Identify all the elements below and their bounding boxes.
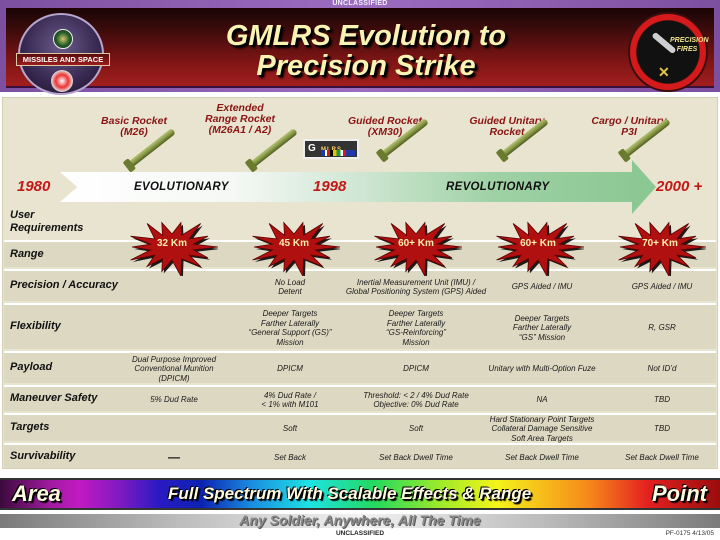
requirement-row: Payload Dual Purpose Improved Conventiona… xyxy=(4,351,716,383)
effects-spectrum-bar: Area Full Spectrum With Scalable Effects… xyxy=(0,478,720,510)
requirement-cell: TBD xyxy=(654,395,670,405)
starburst-icon xyxy=(130,221,218,276)
starburst-icon xyxy=(618,221,706,276)
unit-patch-icon xyxy=(51,70,73,92)
title-line-1: GMLRS Evolution to xyxy=(225,20,507,52)
classification-top: UNCLASSIFIED xyxy=(332,0,388,7)
range-value: 60+ Km xyxy=(398,238,434,249)
starburst-icon xyxy=(252,221,340,276)
requirement-cell: Deeper Targets Farther Laterally “GS-Rei… xyxy=(385,309,446,347)
requirement-cell: TBD xyxy=(654,424,670,434)
logo-ribbon-text: MISSILES AND SPACE xyxy=(16,53,110,66)
spectrum-center-label: Full Spectrum With Scalable Effects & Ra… xyxy=(168,484,532,503)
tagline-bar xyxy=(0,514,720,528)
era-revolutionary: REVOLUTIONARY xyxy=(446,181,550,193)
peo-missiles-space-logo: MISSILES AND SPACE xyxy=(16,13,110,95)
partner-flags-icon xyxy=(321,150,355,156)
requirement-cell: Set Back xyxy=(273,452,306,462)
range-starburst: 70+ Km xyxy=(614,218,706,276)
range-value: 70+ Km xyxy=(642,238,678,249)
requirement-cell: DPICM xyxy=(277,364,303,374)
requirement-row: Targets Soft Soft Hard Stationary Point Tar… xyxy=(4,413,716,443)
requirement-cell: Soft xyxy=(408,424,424,434)
row-label: Targets xyxy=(10,421,50,433)
requirement-cell xyxy=(118,415,230,443)
requirement-cell: DPICM xyxy=(403,364,429,374)
row-label: Survivability xyxy=(10,449,76,462)
requirement-cell: Soft xyxy=(282,424,298,434)
precision-fires-text: PRECISION FIRES xyxy=(670,36,709,54)
requirement-cell: NA xyxy=(536,395,548,405)
requirement-cell: Set Back Dwell Time xyxy=(625,452,699,462)
page-title: GMLRS Evolution to Precision Strike xyxy=(126,21,606,81)
range-value: 32 Km xyxy=(156,238,187,249)
requirement-cell: Unitary with Multi-Option Fuze xyxy=(488,364,596,374)
requirement-cell: GPS Aided / IMU xyxy=(511,282,573,292)
range-starburst: 32 Km xyxy=(126,218,218,276)
requirement-cell: Hard Stationary Point Targets Collateral… xyxy=(489,414,595,443)
row-label: Precision / Accuracy xyxy=(10,279,118,291)
range-value: 60+ Km xyxy=(520,238,556,249)
row-label: Range xyxy=(10,247,44,260)
requirement-cell xyxy=(118,305,230,351)
requirement-cell: — xyxy=(168,449,180,464)
spectrum-left-label: Area xyxy=(12,481,61,506)
row-label: Maneuver Safety xyxy=(10,392,98,404)
header: UNCLASSIFIED MISSILES AND SPACE GMLRS Ev… xyxy=(0,0,720,95)
row-label: Payload xyxy=(10,361,53,373)
era-evolutionary: EVOLUTIONARY xyxy=(134,181,229,193)
rocket-label-xm30: Guided Rocket(XM30) xyxy=(347,115,423,138)
title-line-2: Precision Strike xyxy=(256,50,476,82)
army-seal-icon xyxy=(53,29,73,49)
starburst-icon xyxy=(374,221,462,276)
requirement-cell: Set Back Dwell Time xyxy=(379,452,453,462)
timeline-arrow xyxy=(60,172,638,202)
requirement-row: Range xyxy=(4,240,716,267)
user-requirements-heading: User Requirements xyxy=(10,209,84,234)
range-starburst: 60+ Km xyxy=(492,218,584,276)
requirement-cell: Not ID’d xyxy=(647,364,677,374)
requirement-cell: R, GSR xyxy=(648,323,676,333)
gmlrs-logo-badge: G MLRS xyxy=(303,139,359,159)
requirement-cell: Threshold: < 2 / 4% Dud Rate Objective: … xyxy=(363,390,469,410)
tagline: Any Soldier, Anywhere, All The Time xyxy=(239,512,481,528)
crossed-cannons-icon: ✕ xyxy=(658,64,670,80)
row-label: Flexibility xyxy=(10,320,61,332)
requirement-cell: GPS Aided / IMU xyxy=(631,282,693,292)
badge-letter: G xyxy=(308,143,316,154)
logo-text-line-2: FIRES xyxy=(676,46,698,53)
rocket-label-m26: Basic Rocket(M26) xyxy=(101,115,167,138)
requirement-cell: 4% Dud Rate / < 1% with M101 xyxy=(261,390,319,410)
requirement-cell: Dual Purpose Improved Conventional Munit… xyxy=(131,354,217,383)
requirement-row: Flexibility Deeper Targets Farther Latera… xyxy=(4,303,716,349)
requirement-cell: Deeper Targets Farther Laterally “Genera… xyxy=(248,309,332,347)
logo-text-line-1: PRECISION xyxy=(670,37,709,44)
requirement-row: Maneuver Safety 5% Dud Rate 4% Dud Rate / … xyxy=(4,385,716,411)
requirement-cell: Set Back Dwell Time xyxy=(505,452,579,462)
document-id: PF-0175 4/13/05 xyxy=(665,530,714,537)
range-value: 45 Km xyxy=(278,238,309,249)
requirement-cell: Inertial Measurement Unit (IMU) / Global… xyxy=(345,277,487,297)
range-starburst: 45 Km xyxy=(248,218,340,276)
requirement-cell: 5% Dud Rate xyxy=(150,395,198,405)
title-banner: MISSILES AND SPACE GMLRS Evolution to Pr… xyxy=(6,8,714,95)
year-2000-plus: 2000 + xyxy=(656,178,703,195)
year-1998: 1998 xyxy=(313,178,347,195)
precision-fires-logo: PRECISION FIRES ✕ xyxy=(628,12,709,92)
requirement-cell: No Load Detent xyxy=(274,277,306,297)
year-1980: 1980 xyxy=(17,178,51,195)
requirement-row: Precision / Accuracy No Load Detent Inerti… xyxy=(4,269,716,301)
requirement-cell: Deeper Targets Farther Laterally “GS” Mi… xyxy=(512,313,572,342)
requirement-row: Survivability — Set Back Set Back Dwell Tim… xyxy=(4,443,716,468)
spectrum-right-label: Point xyxy=(652,481,707,506)
classification-bottom: UNCLASSIFIED xyxy=(335,530,385,537)
range-starburst: 60+ Km xyxy=(370,218,462,276)
starburst-icon xyxy=(496,221,584,276)
